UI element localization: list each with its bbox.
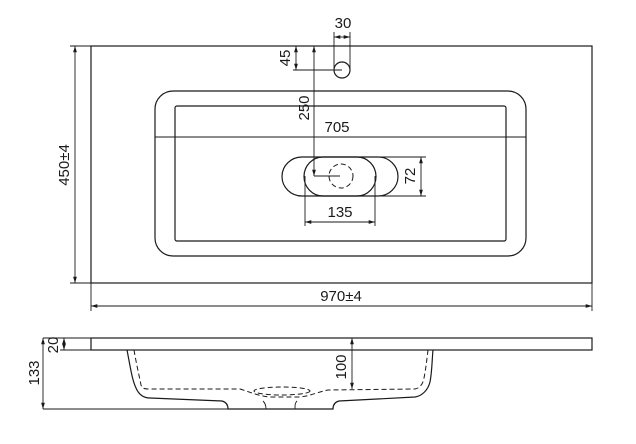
- label-45: 45: [277, 50, 294, 67]
- label-705: 705: [324, 119, 349, 136]
- dim-total-height: 133: [26, 338, 45, 409]
- dim-drain-offset: 250: [296, 46, 340, 177]
- countertop-outline: [90, 45, 593, 284]
- label-250: 250: [296, 95, 313, 120]
- drain-circle: [328, 163, 354, 189]
- label-970: 970±4: [320, 288, 362, 305]
- drain-outlet: [262, 400, 298, 410]
- slab-profile: [90, 337, 593, 351]
- dim-bowl-width: 705: [155, 119, 526, 138]
- label-135: 135: [327, 204, 352, 221]
- label-72: 72: [402, 168, 419, 185]
- label-20: 20: [45, 337, 62, 354]
- bowl-outer-outline: [154, 90, 527, 257]
- side-view: 133 20 100: [26, 337, 593, 410]
- dim-overflow-height: 72: [378, 156, 426, 197]
- dim-slab-thickness: 20: [45, 337, 66, 354]
- label-450: 450±4: [56, 144, 73, 186]
- dim-width: 970±4: [90, 283, 593, 311]
- dim-overflow-width: 135: [304, 176, 376, 226]
- label-100: 100: [333, 354, 350, 379]
- drain-recess: [253, 386, 311, 396]
- bowl-inner-outline: [174, 105, 507, 242]
- dim-bowl-depth: 100: [333, 338, 354, 389]
- label-30: 30: [335, 15, 352, 32]
- overflow-outer: [281, 156, 399, 197]
- dim-tap-hole-diameter: 30: [333, 15, 352, 70]
- top-view: 30 45 250 705 72 1: [56, 15, 593, 311]
- dim-tap-hole-offset: 45: [277, 46, 342, 71]
- dim-depth: 450±4: [56, 45, 91, 284]
- overflow-inner: [303, 156, 377, 197]
- bowl-outer-profile: [126, 349, 434, 410]
- label-133: 133: [26, 360, 43, 385]
- bowl-inner-profile: [133, 349, 429, 398]
